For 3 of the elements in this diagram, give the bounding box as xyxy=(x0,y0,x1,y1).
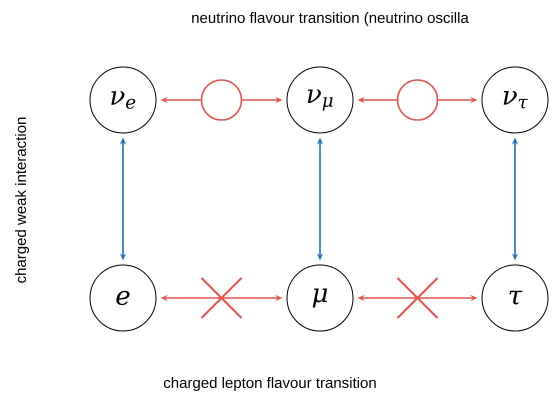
axis-label: charged weak interaction xyxy=(15,118,29,283)
title: neutrino flavour transition (neutrino oscilla xyxy=(192,12,469,26)
caption: charged lepton flavour transition xyxy=(164,377,376,391)
